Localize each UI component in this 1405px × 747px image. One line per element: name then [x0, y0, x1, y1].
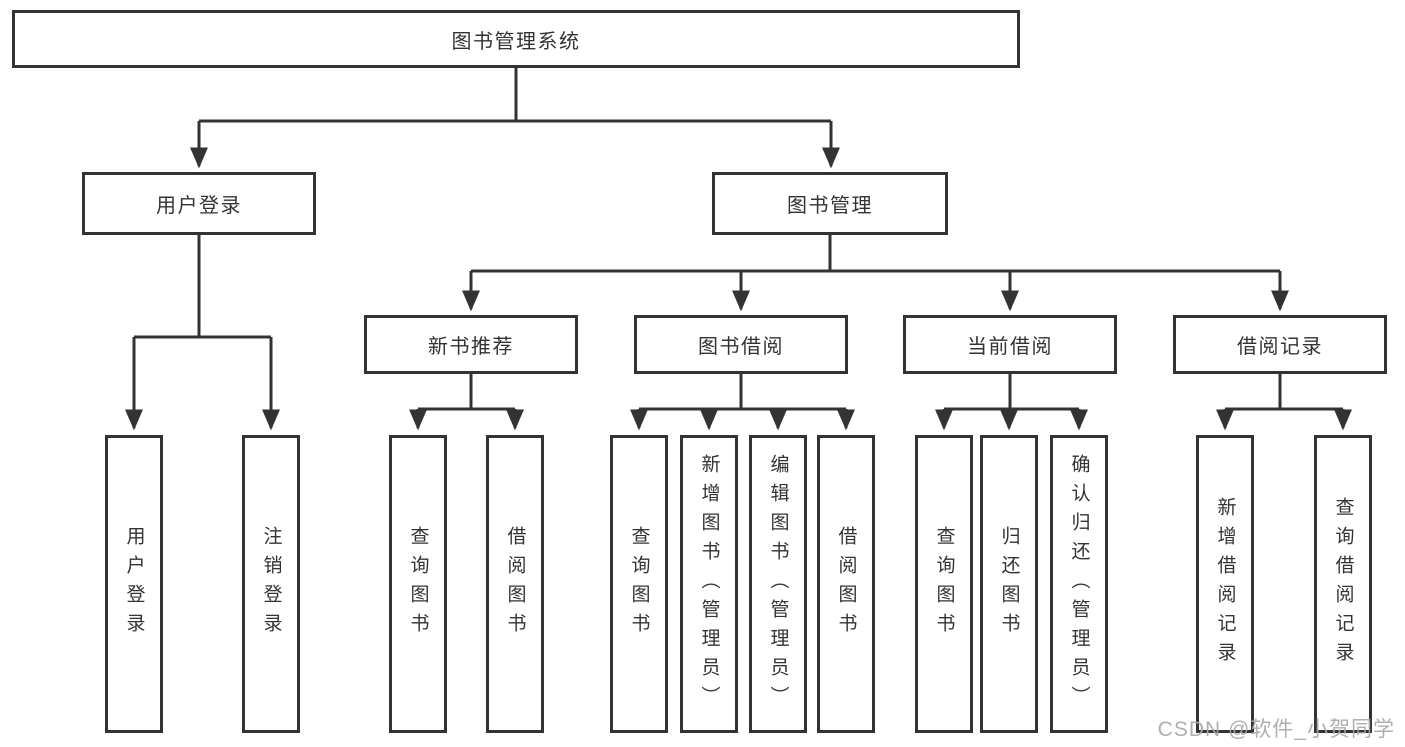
node-label: 归还图书: [998, 526, 1020, 642]
node-book-management: 图书管理: [712, 172, 948, 235]
leaf-add-book-admin: 新增图书（管理员）: [680, 435, 738, 733]
node-label: 图书管理系统: [451, 30, 581, 53]
node-label: 用户登录: [123, 526, 145, 642]
node-label: 查询借阅记录: [1332, 497, 1354, 671]
node-user-login: 用户登录: [82, 172, 316, 235]
leaf-query-borrow-record: 查询借阅记录: [1314, 435, 1372, 733]
node-label: 编辑图书（管理员）: [767, 453, 789, 715]
node-label: 借阅图书: [835, 526, 857, 642]
node-label: 查询图书: [628, 526, 650, 642]
node-new-book-recommendation: 新书推荐: [364, 315, 578, 374]
leaf-logout: 注销登录: [242, 435, 300, 733]
leaf-confirm-return-admin: 确认归还（管理员）: [1050, 435, 1108, 733]
leaf-borrow-books-recommend: 借阅图书: [486, 435, 544, 733]
leaf-query-books-borrow: 查询图书: [610, 435, 668, 733]
node-label: 用户登录: [156, 195, 242, 217]
leaf-query-books-recommend: 查询图书: [389, 435, 447, 733]
leaf-add-borrow-record: 新增借阅记录: [1196, 435, 1254, 733]
leaf-query-books-current: 查询图书: [915, 435, 973, 733]
node-label: 图书借阅: [698, 336, 784, 358]
node-label: 查询图书: [407, 526, 429, 642]
leaf-edit-book-admin: 编辑图书（管理员）: [749, 435, 807, 733]
node-library-management-system: 图书管理系统: [12, 10, 1020, 68]
leaf-user-login: 用户登录: [105, 435, 163, 733]
node-label: 新增借阅记录: [1214, 497, 1236, 671]
node-label: 新书推荐: [428, 336, 514, 358]
node-label: 新增图书（管理员）: [698, 453, 720, 715]
node-book-borrowing: 图书借阅: [634, 315, 848, 374]
leaf-return-book: 归还图书: [980, 435, 1038, 733]
node-label: 确认归还（管理员）: [1068, 453, 1090, 715]
node-label: 注销登录: [260, 526, 282, 642]
node-label: 借阅记录: [1237, 336, 1323, 358]
node-label: 查询图书: [933, 526, 955, 642]
node-current-borrowing: 当前借阅: [903, 315, 1117, 374]
node-borrowing-records: 借阅记录: [1173, 315, 1387, 374]
node-label: 图书管理: [787, 195, 873, 217]
leaf-borrow-books: 借阅图书: [817, 435, 875, 733]
node-label: 借阅图书: [504, 526, 526, 642]
node-label: 当前借阅: [967, 336, 1053, 358]
